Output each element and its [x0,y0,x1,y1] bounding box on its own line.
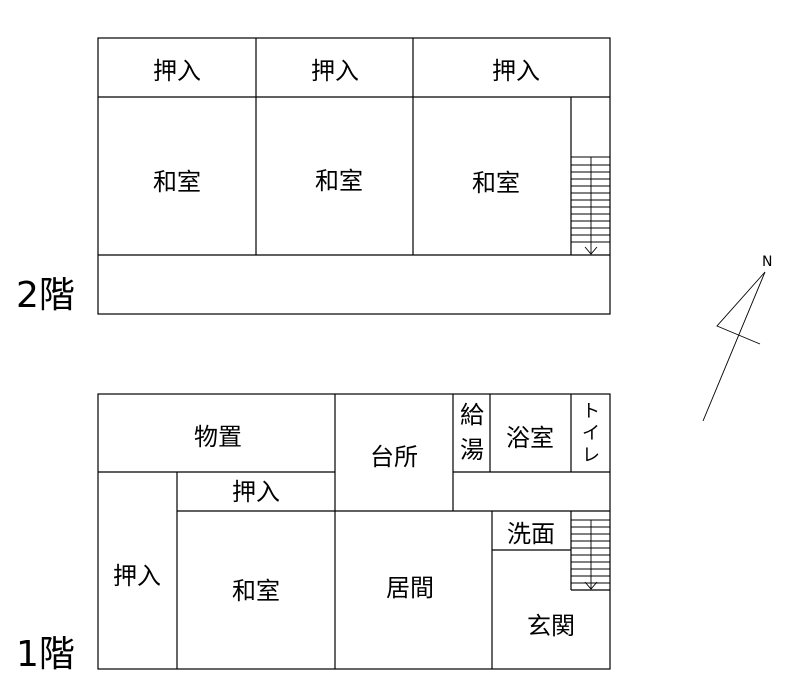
floor1-toilet-label-3: レ [582,445,600,466]
floor1-outline [97,393,611,670]
floor1-toilet-label-2: イ [582,423,600,444]
floor2-stairs [571,156,610,255]
floor1-upper-closet-label: 押入 [232,478,280,506]
floor1-storage-label: 物置 [194,423,242,451]
floor1-water-heater-label-1: 給 [460,401,484,429]
floor2-outline [97,37,611,315]
floor1-washroom-label: 洗面 [507,520,555,548]
floor2-plan: 押入 押入 押入 和室 和室 和室 [97,37,611,315]
floor1-stairs [571,519,610,590]
floor2-closet-2-label: 押入 [311,57,359,85]
floor1-toilet-label-1: ト [582,401,600,422]
floor1-tatami-label: 和室 [232,577,280,605]
floor2-closet-3-label: 押入 [492,57,540,85]
north-label: N [762,254,772,270]
floor1-entrance-label: 玄関 [527,612,575,640]
north-arrow-icon: N [702,254,772,422]
floor2-tatami-1-label: 和室 [153,168,201,196]
floor2-tatami-2-label: 和室 [315,167,363,195]
floor2-tatami-3-label: 和室 [472,169,520,197]
floor1-label: 1階 [16,634,75,675]
floor1-bath-label: 浴室 [506,424,554,452]
floor1-kitchen-label: 台所 [370,443,418,471]
floor1-left-closet-label: 押入 [113,562,161,590]
floor1-plan: 物置 台所 給 湯 浴室 ト イ レ 押入 押入 洗面 和室 居間 玄関 [97,393,611,670]
floor2-closet-1-label: 押入 [153,57,201,85]
floor1-living-label: 居間 [386,574,434,602]
floor1-water-heater-label-2: 湯 [460,436,484,464]
floor2-label: 2階 [16,275,75,316]
